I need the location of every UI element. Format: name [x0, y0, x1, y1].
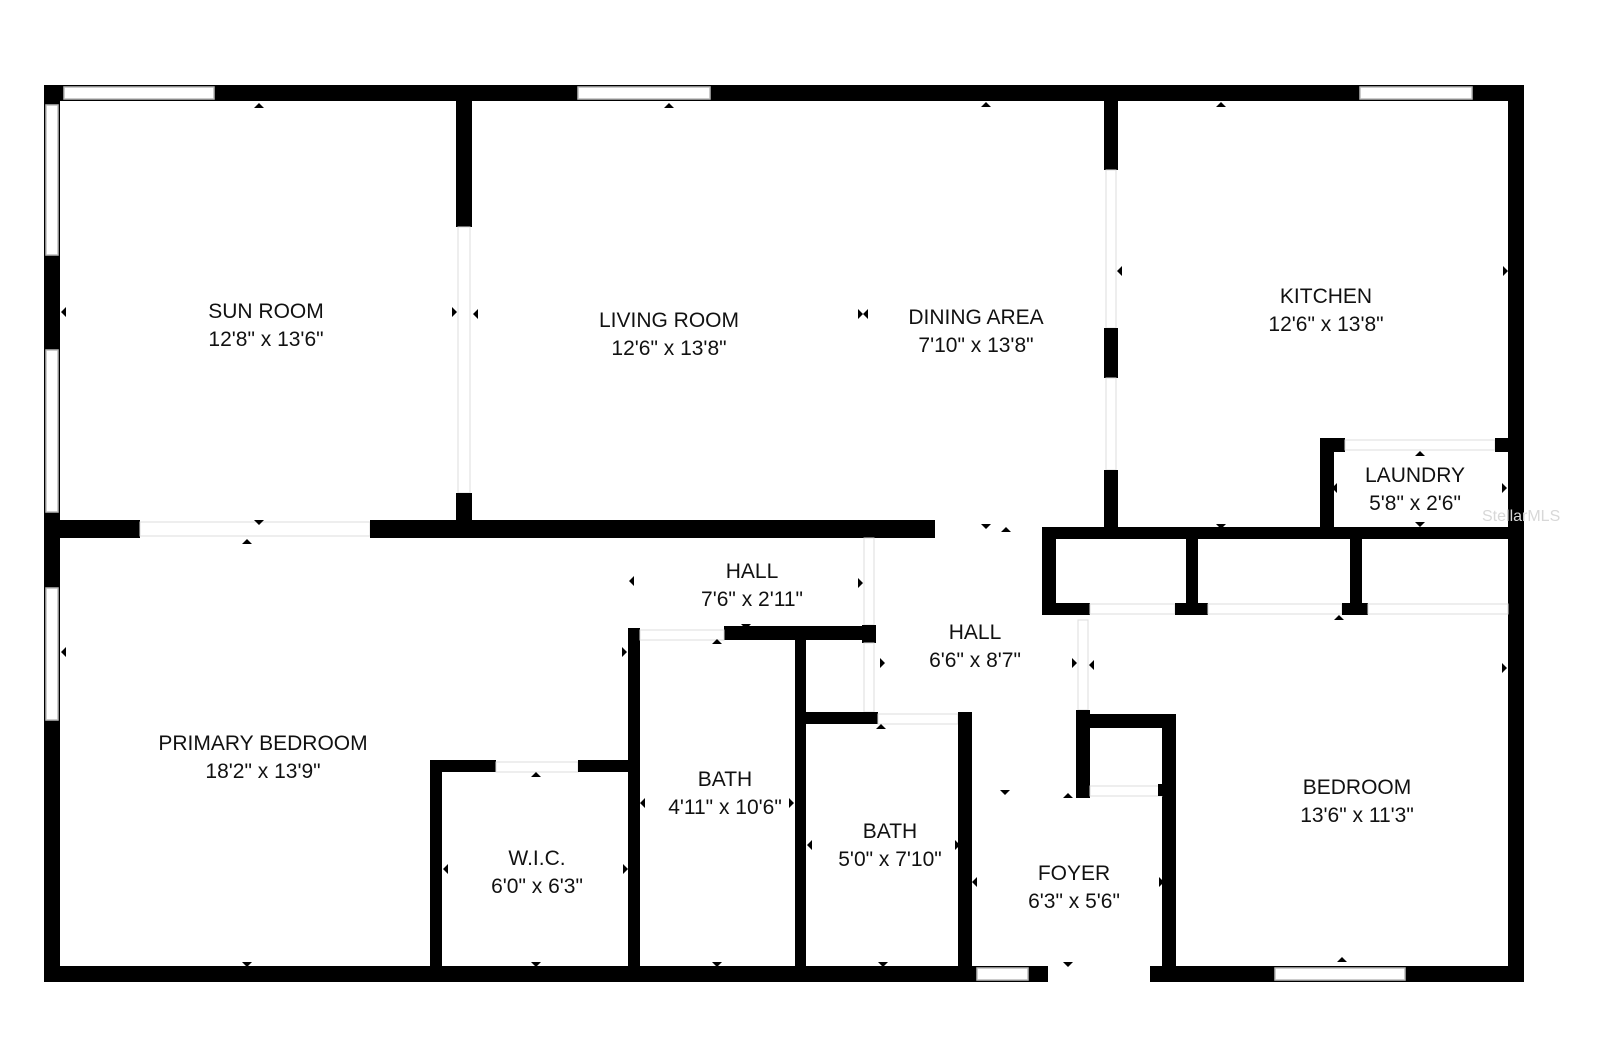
room-name: DINING AREA — [908, 306, 1044, 329]
room-size: 13'6" x 11'3" — [1300, 804, 1414, 827]
room-size: 12'6" x 13'8" — [1268, 313, 1384, 336]
room-name: FOYER — [1037, 862, 1111, 885]
room-name: HALL — [725, 560, 779, 583]
room-name: KITCHEN — [1279, 285, 1373, 308]
room-hall-upper: HALL 7'6" x 2'11" — [701, 558, 803, 614]
room-size: 6'6" x 8'7" — [929, 649, 1021, 672]
room-living-room: LIVING ROOM 12'6" x 13'8" — [599, 307, 739, 363]
room-size: 7'6" x 2'11" — [701, 588, 803, 611]
watermark: StellarMLS — [1482, 508, 1561, 525]
room-name: W.I.C. — [508, 847, 566, 870]
room-size: 6'0" x 6'3" — [491, 875, 583, 898]
room-bath-primary: BATH 4'11" x 10'6" — [668, 766, 782, 822]
room-name: HALL — [948, 621, 1002, 644]
room-name: BATH — [697, 768, 753, 791]
room-name: BEDROOM — [1302, 776, 1412, 799]
room-name: LAUNDRY — [1365, 464, 1465, 487]
room-foyer: FOYER 6'3" x 5'6" — [1028, 860, 1120, 916]
room-primary-bedroom: PRIMARY BEDROOM 18'2" x 13'9" — [158, 730, 367, 786]
room-name: PRIMARY BEDROOM — [158, 732, 368, 755]
room-size: 12'8" x 13'6" — [208, 328, 324, 351]
room-size: 6'3" x 5'6" — [1028, 890, 1120, 913]
room-name: SUN ROOM — [208, 300, 324, 323]
windows — [45, 86, 1473, 981]
walls — [44, 85, 1524, 982]
room-size: 5'8" x 2'6" — [1369, 492, 1461, 515]
room-kitchen: KITCHEN 12'6" x 13'8" — [1268, 283, 1383, 339]
room-name: BATH — [862, 820, 918, 843]
room-size: 12'6" x 13'8" — [611, 337, 727, 360]
room-size: 5'0" x 7'10" — [838, 848, 942, 871]
room-bath-hall: BATH 5'0" x 7'10" — [838, 818, 942, 874]
room-bedroom: BEDROOM 13'6" x 11'3" — [1300, 774, 1414, 830]
room-size: 18'2" x 13'9" — [205, 760, 321, 783]
room-wic: W.I.C. 6'0" x 6'3" — [491, 845, 583, 901]
room-laundry: LAUNDRY 5'8" x 2'6" — [1365, 462, 1465, 518]
room-size: 7'10" x 13'8" — [918, 334, 1034, 357]
room-name: LIVING ROOM — [598, 309, 740, 332]
room-hall-center: HALL 6'6" x 8'7" — [929, 619, 1021, 675]
room-dining-area: DINING AREA 7'10" x 13'8" — [908, 304, 1043, 360]
room-sun-room: SUN ROOM 12'8" x 13'6" — [208, 298, 324, 354]
room-size: 4'11" x 10'6" — [668, 796, 782, 819]
